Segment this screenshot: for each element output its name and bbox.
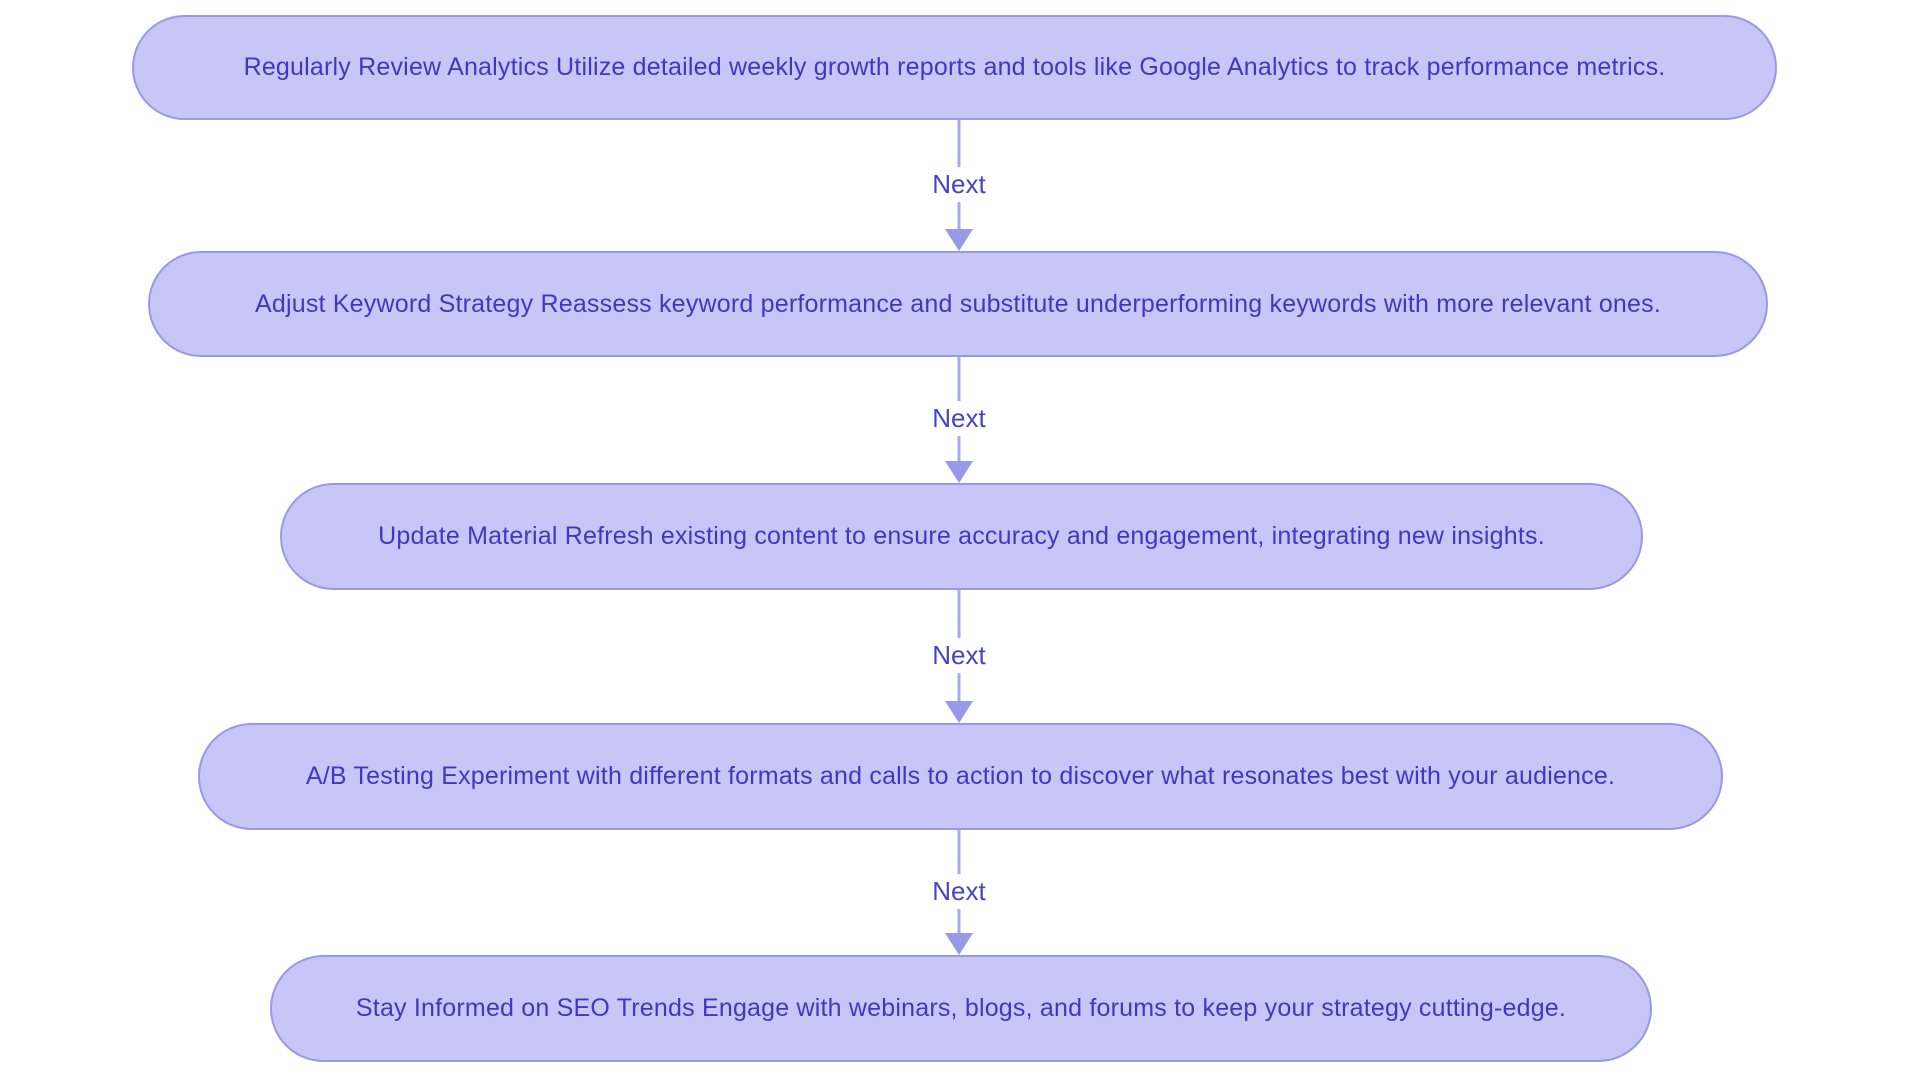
- flow-node-label: Update Material Refresh existing content…: [378, 522, 1545, 550]
- flow-node-label: A/B Testing Experiment with different fo…: [305, 762, 1616, 790]
- arrowhead-down-icon: [945, 933, 973, 955]
- flow-node-review-analytics: Regularly Review Analytics Utilize detai…: [132, 15, 1777, 120]
- edge-label-next: Next: [927, 166, 991, 202]
- connector-1: Next: [927, 120, 991, 251]
- connector-4: Next: [927, 830, 991, 955]
- connector-2: Next: [927, 357, 991, 483]
- flow-node-seo-trends: Stay Informed on SEO Trends Engage with …: [270, 955, 1652, 1062]
- edge-label-next: Next: [927, 401, 991, 437]
- edge-label-next: Next: [927, 637, 991, 673]
- connector-3: Next: [927, 590, 991, 723]
- arrowhead-down-icon: [945, 229, 973, 251]
- flow-node-adjust-keywords: Adjust Keyword Strategy Reassess keyword…: [148, 251, 1768, 357]
- flow-node-label: Adjust Keyword Strategy Reassess keyword…: [254, 289, 1661, 318]
- arrowhead-down-icon: [945, 461, 973, 483]
- flow-node-label: Regularly Review Analytics Utilize detai…: [243, 53, 1666, 81]
- flow-node-label: Stay Informed on SEO Trends Engage with …: [355, 994, 1567, 1022]
- flow-node-update-material: Update Material Refresh existing content…: [280, 483, 1643, 590]
- flow-node-ab-testing: A/B Testing Experiment with different fo…: [198, 723, 1723, 830]
- edge-label-next: Next: [927, 873, 991, 909]
- arrowhead-down-icon: [945, 701, 973, 723]
